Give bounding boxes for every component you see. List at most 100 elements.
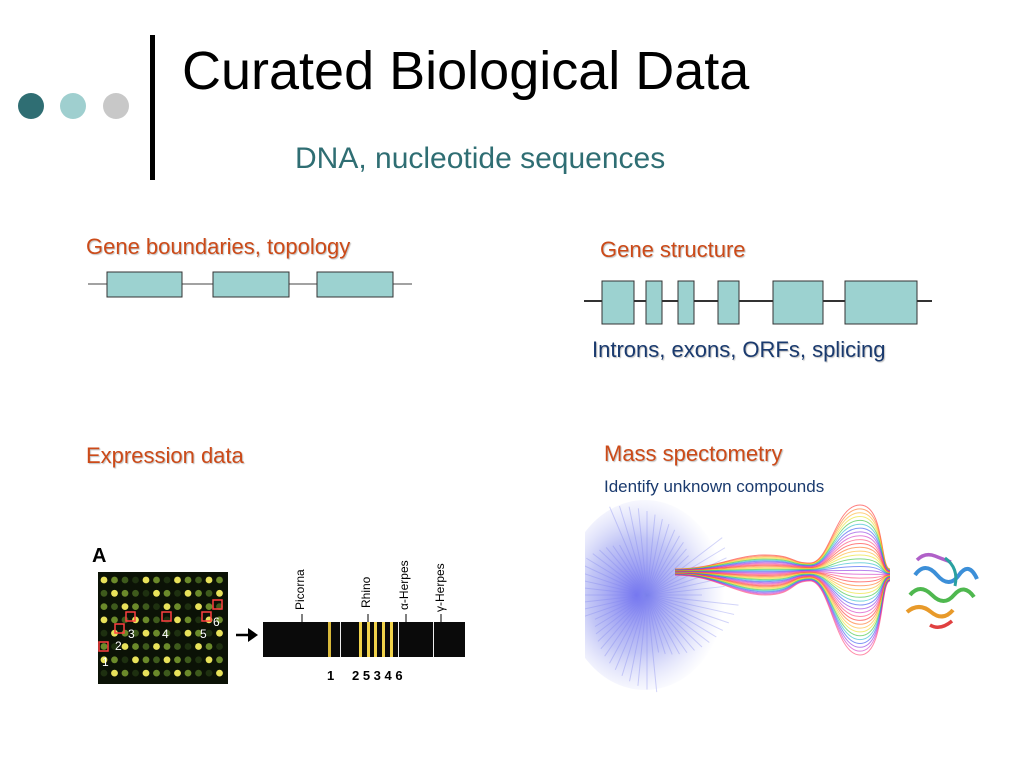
cloud-ray <box>646 518 663 596</box>
protein-helix <box>944 556 958 587</box>
microarray-spot <box>216 669 223 677</box>
cloud-ray <box>605 547 648 596</box>
gel-band <box>390 622 393 657</box>
slide-subtitle: DNA, nucleotide sequences <box>295 142 666 175</box>
microarray-spot <box>132 643 139 650</box>
gel-band <box>382 622 385 657</box>
spot-number: 3 <box>128 627 135 641</box>
exon-box <box>717 280 740 325</box>
cloud-ray <box>646 594 660 653</box>
spot-marker <box>201 611 212 622</box>
microarray-spot <box>216 576 223 584</box>
microarray-spot <box>195 629 202 637</box>
microarray-spot <box>195 589 202 597</box>
microarray-spot <box>195 576 202 584</box>
microarray-spot <box>195 643 202 650</box>
cloud-ray <box>629 594 648 682</box>
microarray-spot <box>132 656 139 664</box>
spot-marker <box>98 641 109 652</box>
cloud-ray <box>646 594 695 651</box>
microarray-spot <box>142 616 150 624</box>
microarray-spot <box>205 656 213 664</box>
cloud-ray <box>646 548 687 596</box>
cloud-ray <box>600 594 648 650</box>
cloud-ray <box>609 506 648 596</box>
cloud-ray <box>646 585 725 596</box>
gel-band <box>359 622 362 657</box>
microarray-spot <box>153 616 160 624</box>
gel-strip <box>263 622 465 657</box>
spectrum-trail <box>674 504 891 570</box>
decor-dot-dark <box>18 93 44 119</box>
cloud-ray <box>646 594 739 606</box>
gene-structure-diagram <box>584 280 932 325</box>
microarray-spot <box>132 589 139 597</box>
microarray-spot <box>184 616 192 624</box>
slide-title: Curated Biological Data <box>182 41 750 101</box>
gel-lane-divider <box>433 622 434 657</box>
gene-boundaries-diagram <box>88 271 412 298</box>
microarray-spot <box>174 576 181 584</box>
microarray-spot <box>174 589 181 597</box>
microarray-spot <box>184 576 192 584</box>
protein-helix <box>908 587 976 603</box>
mass-spec-note: Identify unknown compounds <box>604 477 825 496</box>
microarray-spot <box>163 616 171 624</box>
cloud-ray <box>646 594 703 648</box>
cloud-ray <box>637 594 648 686</box>
cloud-ray <box>646 594 680 655</box>
microarray-spot <box>100 576 108 584</box>
spot-marker <box>125 611 136 622</box>
microarray-spot <box>111 669 118 677</box>
microarray-spot <box>132 603 139 610</box>
microarray-spot <box>121 603 129 610</box>
cloud-ray <box>646 594 729 624</box>
microarray-spot <box>184 656 192 664</box>
cloud-ray <box>592 553 648 596</box>
microarray-spot <box>132 669 139 677</box>
microarray-spot <box>184 643 192 650</box>
lane-label-alpha-herpes: α-Herpes <box>397 560 411 610</box>
cloud-ray <box>585 594 648 617</box>
microarray-spot <box>216 589 223 597</box>
microarray-spot <box>205 589 213 597</box>
cloud-rays <box>585 505 739 693</box>
microarray-spot <box>132 629 139 637</box>
cloud-ray <box>646 594 724 631</box>
cloud-ray <box>646 523 670 596</box>
cloud-ray <box>646 594 717 638</box>
cloud-ray <box>614 594 648 671</box>
microarray-spot <box>174 616 181 624</box>
microarray-spot <box>100 656 108 664</box>
exon-box <box>601 280 635 325</box>
cloud-ray <box>646 594 666 655</box>
cloud-ray <box>594 594 648 627</box>
microarray-spot <box>153 589 160 597</box>
cloud-ray <box>646 542 684 596</box>
microarray-spot <box>121 616 129 624</box>
cloud-ray <box>585 573 648 596</box>
exon-box <box>645 280 663 325</box>
microarray-spot <box>100 669 108 677</box>
microarray-spot <box>121 669 129 677</box>
microarray-spot <box>174 643 181 650</box>
microarray-spot <box>153 603 160 610</box>
lane-label-gamma-herpes: γ-Herpes <box>433 563 447 612</box>
microarray-spot <box>111 616 118 624</box>
cloud-ray <box>646 535 680 596</box>
spectrum-trail <box>674 574 891 656</box>
cloud-ray <box>585 565 648 596</box>
lane-label-picorna: Picorna <box>293 569 307 610</box>
cloud-ray <box>585 587 648 596</box>
microarray-spot <box>121 576 129 584</box>
microarray-spot <box>195 656 202 664</box>
microarray-spot <box>163 603 171 610</box>
gel-lane-divider <box>340 622 341 657</box>
expression-data-label: Expression data <box>86 443 244 468</box>
microarray-spot <box>121 589 129 597</box>
microarray-spot <box>121 656 129 664</box>
protein-helix <box>905 605 955 619</box>
microarray-spot <box>153 576 160 584</box>
cloud-ray <box>646 594 688 654</box>
microarray-spot <box>195 669 202 677</box>
